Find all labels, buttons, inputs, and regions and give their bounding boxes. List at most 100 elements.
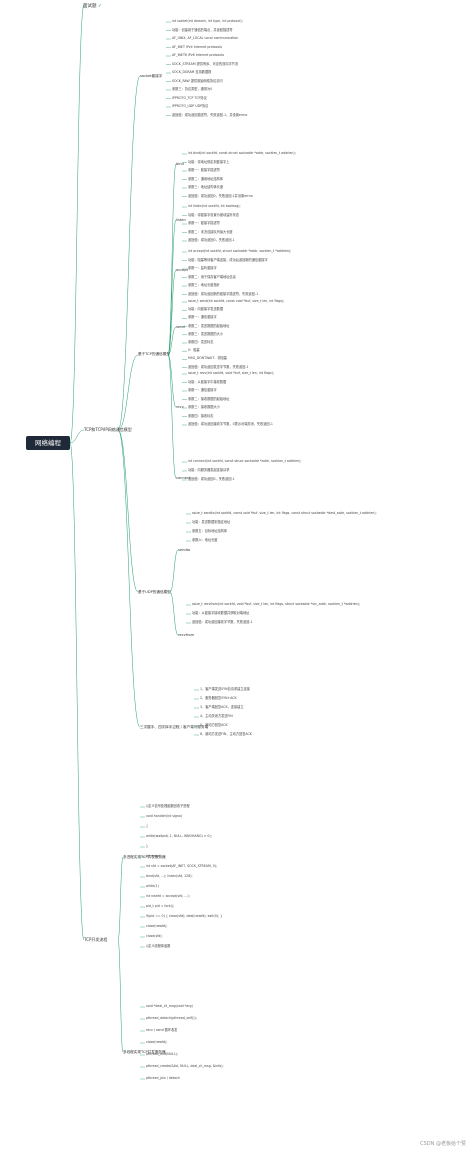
text-line: 功能：从套接字中接收数据 [188, 379, 227, 384]
text-line: AF_UNIX, AF_LOCAL Local communication [172, 36, 239, 40]
text-line: } [146, 844, 149, 848]
root-node[interactable]: 网络编程 [26, 436, 70, 450]
line-connect [167, 354, 177, 479]
text-line: 参数一：套接字描述符 [188, 168, 220, 172]
text-line: while(waitpid(-1, NULL, WNOHANG) > 0); [146, 834, 212, 838]
text-line: ssize_t sendto(int sockfd, const void *b… [192, 511, 377, 515]
text-line: IPPROTO_UDP UDP协议 [172, 104, 209, 108]
line-three-shake [117, 429, 141, 728]
text-line: 返回值：成功返回描述符，失败返回-1，并设置errno [172, 112, 248, 117]
text-line: pthread_create(&tid, NULL, deal_cli_msg,… [146, 1064, 224, 1068]
text-line: int socket(int domain, int type, int pro… [172, 19, 243, 23]
text-line: 参数三：接收数据大小 [188, 405, 220, 409]
line-recv [167, 354, 177, 408]
line-sendto [169, 549, 179, 593]
text-line: pthread_exit(NULL); [146, 1052, 178, 1056]
text-line: 参数三：地址长度指针 [188, 283, 220, 287]
text-line: 参数二：发送数据的起始地址 [188, 323, 230, 328]
text-line: if(pid == 0) { close(sfd); deal(newfd); … [146, 914, 223, 918]
node-tcp_api[interactable]: 基于TCP的通信模型 [138, 352, 170, 356]
node-listen[interactable]: listen [176, 218, 186, 222]
text-line: 参数二：通用地址结构体 [188, 176, 224, 181]
line-multi-proc [117, 856, 124, 941]
text-line: close(sfd); [146, 934, 163, 938]
text-line: 参数三：协议类型，通常为0 [172, 87, 213, 91]
text-line: int bind(int sockfd, const struct sockad… [188, 151, 296, 155]
text-line: //定义线程体函数 [146, 944, 171, 948]
line-bind [167, 163, 177, 356]
node-udp_api[interactable]: 基于UDP的通信模型 [138, 590, 171, 594]
line-root-tcp-model [69, 429, 85, 444]
text-line: 参数二：用于保存客户端地址信息 [188, 274, 236, 279]
text-line: 参数一：通信套接字 [188, 388, 217, 392]
text-line: 参数一：套接字描述符 [188, 221, 220, 225]
line-tcp-api [117, 354, 139, 431]
text-line: 2、服务器回复SYN+ACK [200, 696, 237, 700]
text-line: 参数一：监听套接字 [188, 266, 217, 270]
text-line: 功能：将套接字设置为被动监听状态 [188, 212, 239, 217]
top-node-label: 面试题 [83, 4, 97, 9]
text-line: 参数三：地址结构体长度 [188, 185, 224, 189]
text-line: 返回值：成功返回接收字节数，失败返回-1 [192, 620, 253, 624]
line-socket [117, 75, 141, 431]
node-socket[interactable]: socket套接字 [140, 74, 163, 78]
text-line: SOCK_STREAM 提供有序、可靠的双向字节流 [172, 61, 239, 66]
text-line: pthread_detach(pthread_self()); [146, 1016, 197, 1020]
text-line: MSG_DONTWAIT：非阻塞 [188, 356, 227, 361]
text-line: while(1) [146, 884, 159, 888]
text-line: SOCK_DGRAM 支持数据报 [172, 70, 212, 74]
text-line: int newfd = accept(sfd, ...); [146, 894, 190, 898]
text-line: 功能：将地址绑定到套接字上 [188, 159, 230, 164]
node-three_shake[interactable]: 三次握手、四次挥手过程 / 客户端与服务端 [140, 725, 209, 729]
text-line: { [146, 824, 149, 828]
top-node[interactable]: 面试题 ✓ [83, 3, 102, 9]
text-line: //定义信号处理函数回收子进程 [146, 804, 190, 808]
text-line: int main() [146, 854, 162, 858]
text-line: AF_INET IPv4 Internet protocols [172, 44, 223, 49]
node-send[interactable]: send [176, 325, 185, 329]
text-line: 参数二：未决连接队列最大长度 [188, 229, 233, 234]
text-line: 6、被动方发送FIN，主动方回复ACK [200, 732, 252, 736]
text-line: IPPROTO_TCP TCP协议 [172, 95, 207, 100]
node-recv[interactable]: recv [176, 405, 184, 409]
text-line: 参数三：发送数据的大小 [188, 331, 224, 336]
text-line: 参数四：发送标志 [188, 340, 214, 344]
line-accept [167, 269, 177, 356]
node-connect[interactable]: connect [176, 476, 191, 480]
line-root-tcp-dev [69, 442, 85, 941]
text-line: pthread_join / detach [146, 1076, 180, 1080]
text-line: ssize_t recv(int sockfd, void *buf, size… [188, 371, 274, 375]
text-line: recv / send 循环收发 [146, 1028, 178, 1032]
node-bind[interactable]: bind [176, 162, 184, 166]
text-line: 参数五：目标地址结构体 [192, 529, 228, 533]
check-icon: ✓ [97, 4, 102, 9]
node-sendto[interactable]: sendto [178, 548, 191, 552]
text-line: 功能：发送数据到指定地址 [192, 520, 231, 524]
branch-tcp-dev[interactable]: TCP开发流程 [84, 937, 108, 942]
text-line: close(newfd); [146, 1040, 168, 1044]
text-line: 返回值：成功返回发送字节数，失败返回-1 [188, 364, 249, 369]
text-line: 功能：从套接字接收数据并获取对端地址 [192, 611, 250, 615]
node-recvfrom[interactable]: recvfrom [178, 633, 195, 637]
text-line: 功能：阻塞等待客户端连接，成功后返回新的通信套接字 [188, 257, 268, 262]
text-line: SOCK_RAW 提供原始网络协议访问 [172, 78, 223, 83]
text-line: 3、客户端回复ACK，连接建立 [200, 705, 244, 709]
text-line: 参数四：接收标志 [188, 413, 214, 418]
node-multi_thread[interactable]: 多线程实现TCP并发服务器 [123, 1050, 166, 1054]
line-recvfrom [169, 591, 179, 636]
node-accept[interactable]: accept [176, 268, 189, 272]
text-line: int connect(int sockfd, const struct soc… [188, 459, 302, 463]
text-line: void handler(int signo) [146, 814, 183, 818]
line-root-header [69, 4, 85, 444]
line-send [167, 326, 177, 356]
text-line: int sfd = socket(AF_INET, SOCK_STREAM, 0… [146, 864, 218, 868]
branch-tcp-model[interactable]: TCP和TCP/IP网络通信模型 [84, 427, 132, 432]
text-line: 功能：向套接字发送数据 [188, 307, 224, 312]
text-line: pid_t pid = fork(); [146, 904, 175, 908]
text-line: 1、客户端发送SYN包请求建立连接 [200, 687, 250, 691]
text-line: bind(sfd, ...); listen(sfd, 128); [146, 874, 193, 878]
node-multi_proc[interactable]: 多进程实现TCP并发服务器 [123, 855, 166, 859]
text-line: 返回值：成功返回0，失败返回-1并设置errno [188, 193, 253, 198]
